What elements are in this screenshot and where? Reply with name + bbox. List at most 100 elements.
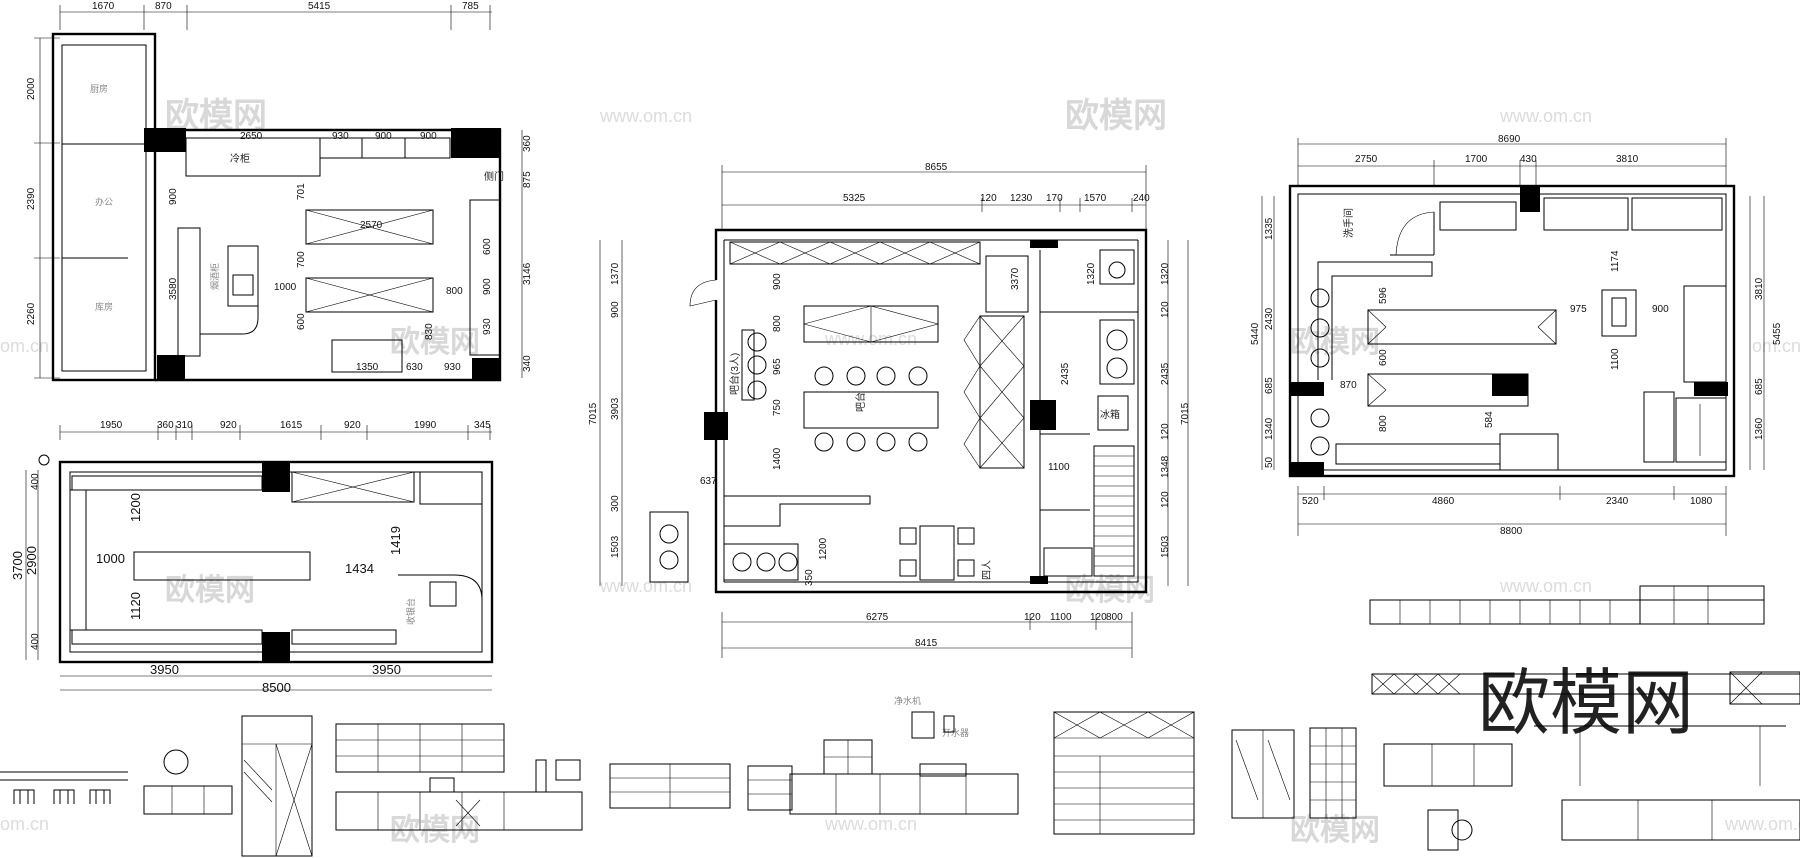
dim-label: 400	[30, 473, 41, 490]
watermark-url: www.om.cn	[824, 814, 917, 834]
dim-label: 701	[296, 183, 307, 200]
dim-label: 2750	[1355, 154, 1378, 165]
dim-label: 1000	[96, 551, 125, 566]
dim-label: 870	[155, 1, 172, 12]
watermark-url-edge: om.cn	[0, 336, 49, 356]
floor-plan-4: 8690 2750 1700 430 3810 5440 1335 2430 6…	[1250, 134, 1783, 537]
watermark-brand: 欧模网	[1065, 97, 1167, 135]
elevation-details: 净水机 开水器	[0, 585, 1800, 857]
dim-label: 120	[1160, 423, 1171, 440]
dim-label: 3810	[1754, 277, 1765, 300]
dim-label: 8500	[262, 680, 291, 695]
dim-label: 2435	[1160, 362, 1171, 385]
dim-label: 2435	[1060, 362, 1071, 385]
dim-label: 1350	[356, 362, 379, 373]
dim-label: 584	[1484, 411, 1495, 428]
dim-label: 785	[462, 1, 479, 12]
item-label: 净水机	[894, 695, 921, 706]
dim-label: 930	[482, 318, 493, 335]
dim-label: 4860	[1432, 496, 1455, 507]
dim-label: 2430	[1264, 307, 1275, 330]
dim-label: 900	[610, 301, 621, 318]
dim-label: 50	[1264, 456, 1275, 468]
watermark-brand-large: 欧模网	[1478, 664, 1694, 744]
dim-label: 1320	[1086, 262, 1097, 285]
dim-label: 800	[446, 286, 463, 297]
dim-label: 3700	[10, 551, 25, 580]
dim-label: 400	[30, 633, 41, 650]
dim-label: 345	[474, 420, 491, 431]
dim-label: 830	[424, 323, 435, 340]
dim-label: 600	[296, 313, 307, 330]
dim-label: 1320	[1160, 262, 1171, 285]
dim-label: 3370	[1010, 267, 1021, 290]
dim-label: 900	[1652, 304, 1669, 315]
dim-label: 900	[420, 131, 437, 142]
dim-label: 1370	[610, 262, 621, 285]
dim-label: 1348	[1160, 455, 1171, 478]
room-label: 洗手间	[1342, 208, 1355, 238]
dim-label: 1700	[1465, 154, 1488, 165]
dim-label: 6275	[866, 612, 889, 623]
dim-label: 800	[772, 315, 783, 332]
watermark-brand: 欧模网	[165, 574, 255, 607]
floor-plan-2: 1950 360 310 920 1615 920 1990 345 400 3…	[10, 420, 494, 695]
dim-label: 2000	[26, 77, 37, 100]
dim-label: 600	[1378, 349, 1389, 366]
dim-label: 750	[772, 399, 783, 416]
dim-label: 3810	[1616, 154, 1639, 165]
dim-label: 120	[1160, 301, 1171, 318]
dim-label: 120	[1024, 612, 1041, 623]
room-label: 吧台	[854, 392, 867, 412]
dim-label: 900	[168, 188, 179, 205]
dim-label: 1360	[1754, 417, 1765, 440]
dim-label: 685	[1264, 377, 1275, 394]
dim-label: 5415	[308, 1, 331, 12]
dim-label: 975	[1570, 304, 1587, 315]
dim-label: 520	[1302, 496, 1319, 507]
dim-label: 930	[332, 131, 349, 142]
dim-label: 7015	[588, 402, 599, 425]
dim-label: 1100	[1610, 348, 1621, 370]
room-label: 吧台(3人)	[728, 353, 741, 395]
watermark-url: www.om.cn	[824, 329, 917, 349]
dim-label: 900	[482, 278, 493, 295]
dim-label: 1503	[610, 535, 621, 558]
dim-label: 700	[296, 251, 307, 268]
dim-label: 1670	[92, 1, 115, 12]
dim-label: 2260	[26, 302, 37, 325]
dim-label: 1000	[274, 282, 297, 293]
dim-label: 430	[1520, 154, 1537, 165]
dim-label: 120	[1160, 491, 1171, 508]
dim-label: 1080	[1690, 496, 1713, 507]
dim-label: 360	[157, 420, 174, 431]
dim-label: 1570	[1084, 193, 1107, 204]
dim-label: 1230	[1010, 193, 1033, 204]
dim-label: 8655	[925, 162, 948, 173]
dim-label: 800	[1378, 415, 1389, 432]
dim-label: 120	[1090, 612, 1107, 623]
dim-label: 1503	[1160, 535, 1171, 558]
dim-label: 8690	[1498, 134, 1521, 145]
watermark-url: www.om.cn	[599, 106, 692, 126]
shelving	[979, 315, 1025, 469]
dim-label: 3950	[372, 662, 401, 677]
dim-label: 2570	[360, 220, 383, 231]
dim-label: 900	[772, 273, 783, 290]
dim-label: 310	[176, 420, 193, 431]
dim-label: 930	[444, 362, 461, 373]
dim-label: 1950	[100, 420, 123, 431]
dim-label: 2650	[240, 131, 263, 142]
dim-label: 1200	[818, 537, 829, 560]
watermark-brand: 欧模网	[1065, 574, 1155, 607]
dim-label: 120	[980, 193, 997, 204]
watermark-brand: 欧模网	[1290, 326, 1380, 359]
floor-plan-1: 1670 870 5415 785 2000 2390 2260 2650 93…	[26, 1, 533, 382]
dim-label: 1419	[388, 526, 403, 555]
watermark-url-edge: om.cn	[0, 814, 49, 834]
dim-label: 800	[1106, 612, 1123, 623]
dim-label: 3580	[168, 277, 179, 300]
dim-label: 240	[1133, 193, 1150, 204]
dim-label: 920	[344, 420, 361, 431]
dim-label: 875	[522, 171, 533, 188]
